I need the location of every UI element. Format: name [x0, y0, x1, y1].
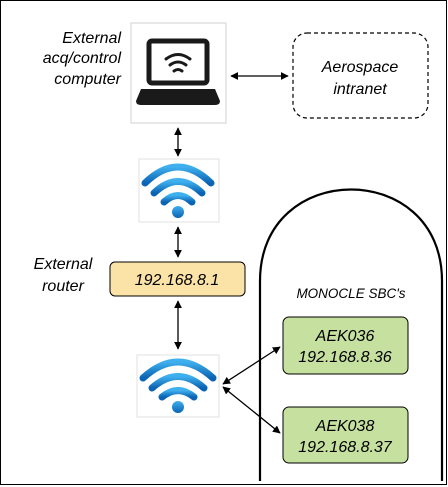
router-ip: 192.168.8.1 — [135, 272, 220, 289]
wifi-node-upper — [138, 158, 220, 223]
wifi-node-lower — [136, 354, 220, 418]
router-box — [109, 261, 246, 297]
device-ip: 192.168.8.37 — [298, 439, 393, 456]
device-box-aek038 — [282, 406, 409, 464]
wifi-icon — [139, 358, 217, 413]
external-computer-label-line1: External — [62, 30, 121, 47]
device-box-aek036 — [282, 316, 409, 375]
laptop-node — [130, 22, 227, 124]
wifi-icon — [141, 163, 215, 218]
connector-wifi-aek036 — [222, 346, 281, 385]
device-ip: 192.168.8.36 — [298, 349, 392, 366]
external-router-label-line1: External — [34, 256, 93, 273]
laptop-icon — [136, 38, 220, 105]
connector-wifi-aek038 — [222, 386, 281, 434]
aerospace-intranet-label-line1: Aerospace — [321, 59, 399, 76]
device-name: AEK038 — [315, 418, 375, 435]
aerospace-intranet-label-line2: intranet — [333, 81, 387, 98]
external-router-label-line2: router — [42, 278, 84, 295]
device-name: AEK036 — [315, 328, 375, 345]
external-computer-label-line2: acq/control — [43, 50, 122, 67]
external-computer-label-line3: computer — [54, 71, 121, 88]
monocle-title: MONOCLE SBC's — [296, 286, 405, 301]
aerospace-intranet-box — [292, 32, 429, 119]
laptop-frame — [130, 22, 227, 124]
